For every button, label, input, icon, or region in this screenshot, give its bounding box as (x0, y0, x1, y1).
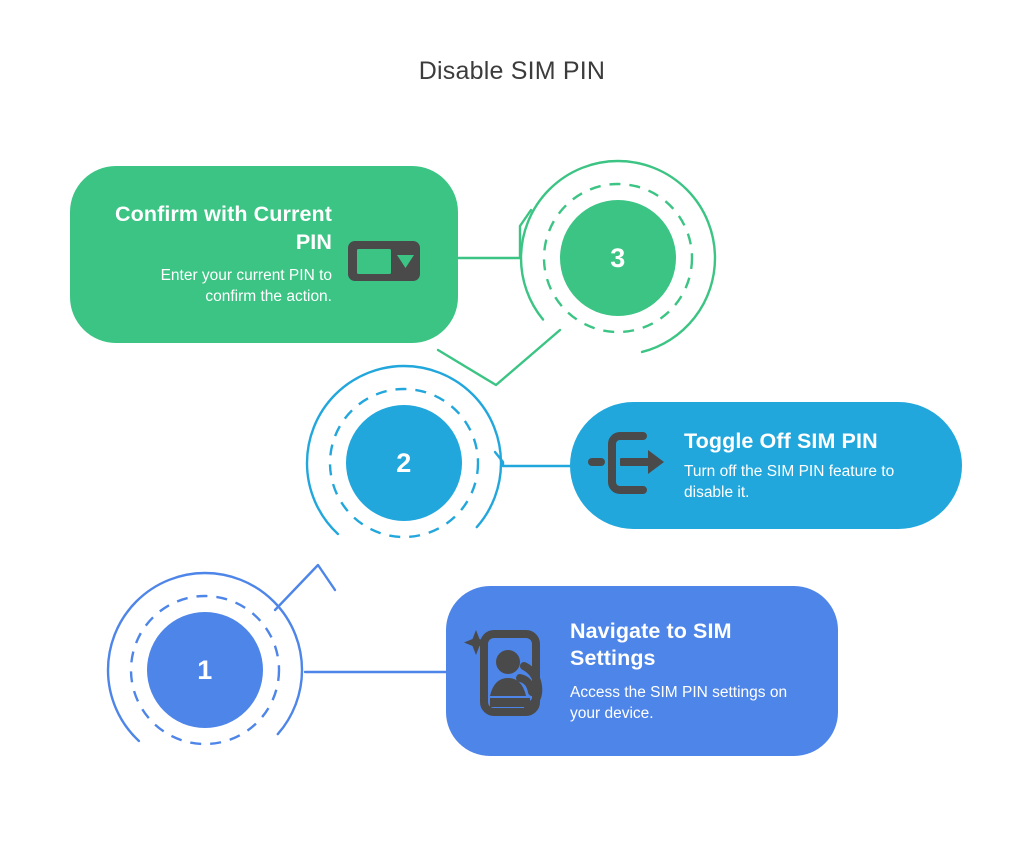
step-card-2-body: Turn off the SIM PIN feature to disable … (684, 463, 895, 501)
step-circle-2[interactable]: 2 (304, 363, 504, 563)
step-circle-1[interactable]: 1 (105, 570, 305, 770)
step-card-1-text: Navigate to SIM Settings Access the SIM … (570, 618, 808, 724)
step-circle-3[interactable]: 3 (518, 158, 718, 358)
step-card-1[interactable]: Navigate to SIM Settings Access the SIM … (446, 586, 838, 756)
step-number-2: 2 (396, 447, 412, 478)
page-title: Disable SIM PIN (418, 57, 606, 85)
step-card-3-heading: Confirm with Current PIN (115, 202, 332, 254)
step-card-3[interactable]: Confirm with Current PIN Enter your curr… (70, 166, 458, 343)
step-card-1-heading: Navigate to SIM Settings (570, 618, 732, 671)
phone-person-swipe-icon (464, 622, 556, 721)
dropdown-select-icon (346, 235, 422, 292)
step-card-1-body: Access the SIM PIN settings on your devi… (570, 683, 788, 722)
step-card-2-heading: Toggle Off SIM PIN (684, 428, 878, 453)
logout-exit-icon (588, 430, 666, 501)
step-card-2[interactable]: Toggle Off SIM PIN Turn off the SIM PIN … (570, 402, 962, 529)
step-number-3: 3 (610, 242, 626, 273)
step-number-1: 1 (197, 654, 213, 685)
step-card-3-text: Confirm with Current PIN Enter your curr… (114, 201, 332, 307)
step-card-3-body: Enter your current PIN to confirm the ac… (160, 267, 332, 306)
step-card-2-text: Toggle Off SIM PIN Turn off the SIM PIN … (684, 428, 928, 504)
